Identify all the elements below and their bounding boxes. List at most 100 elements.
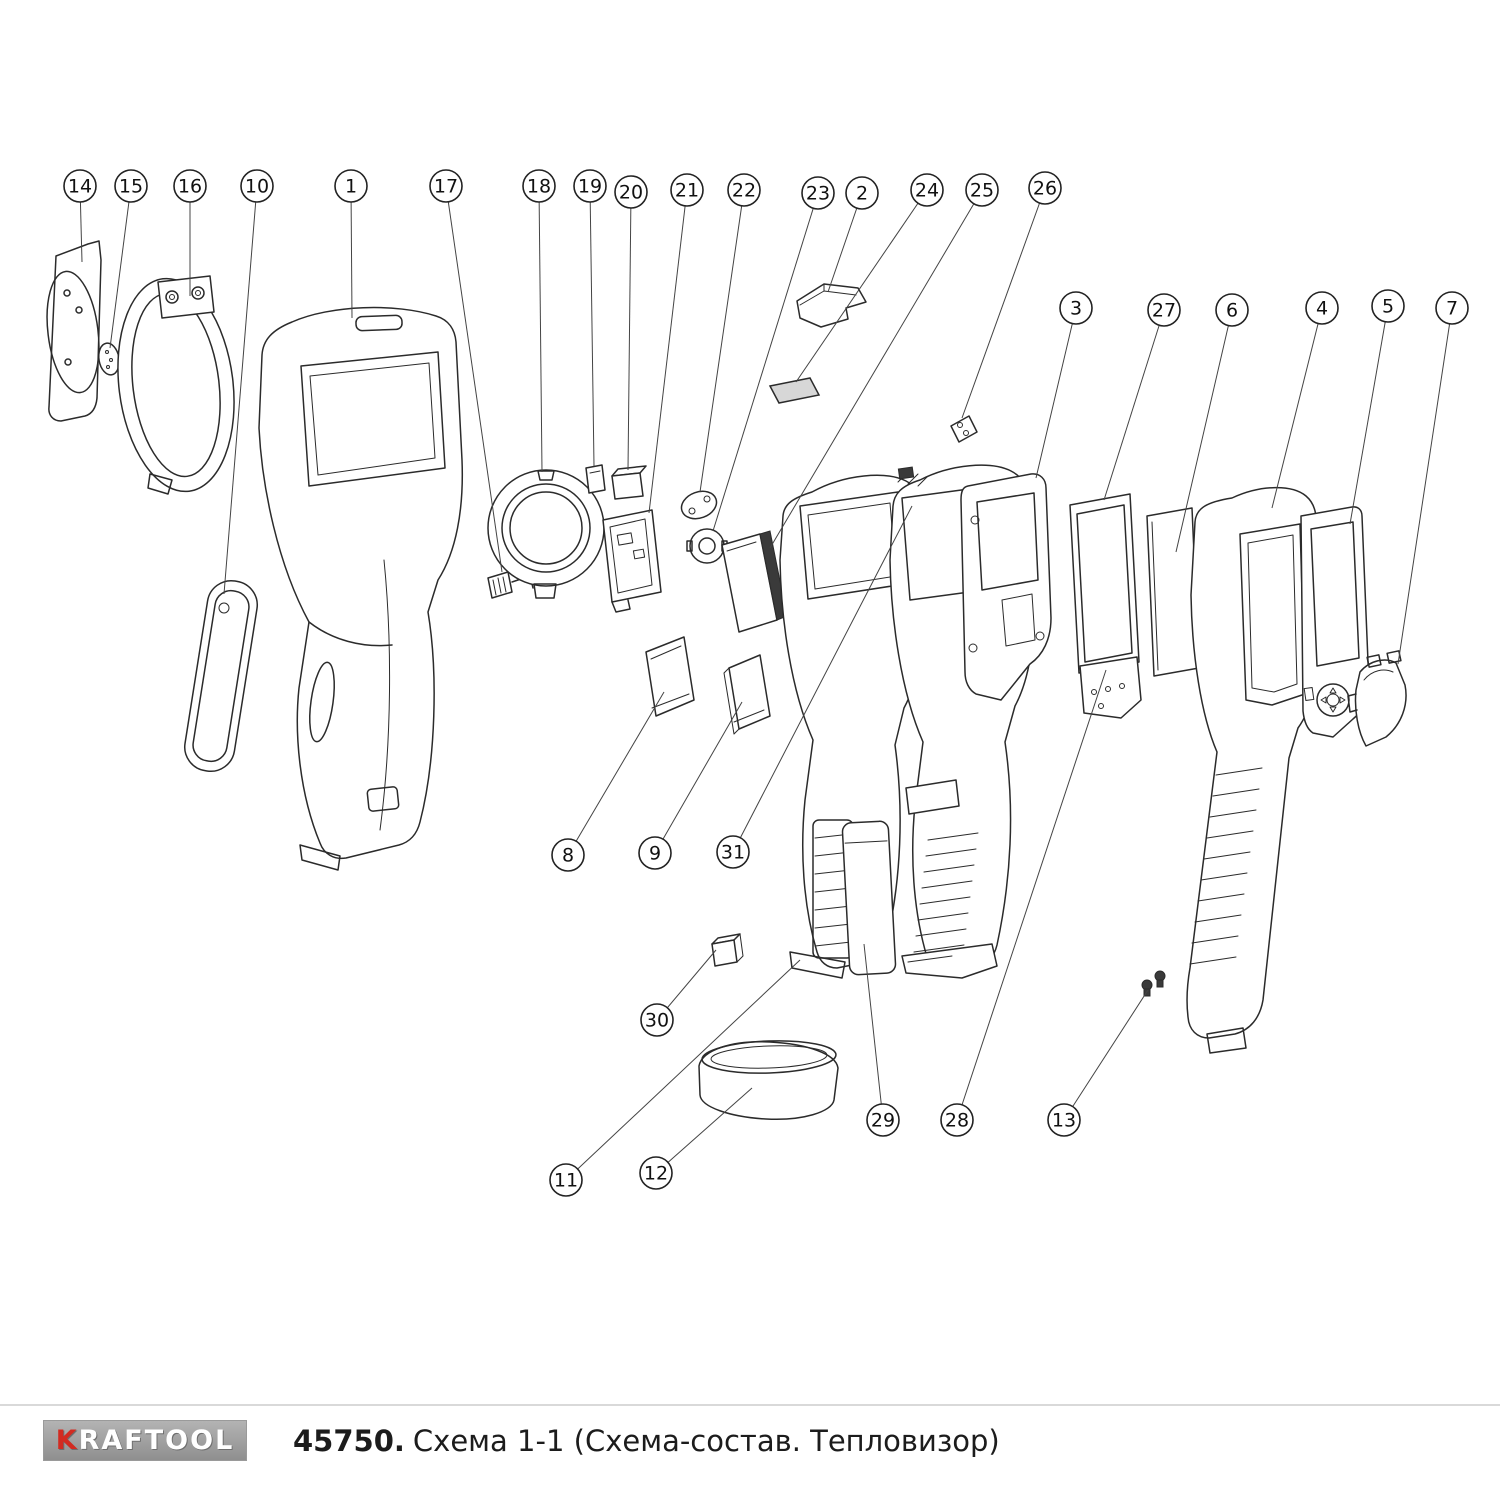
callout-18: 18 [522,169,556,203]
callout-9: 9 [638,836,672,870]
leader-line-23 [712,192,819,532]
svg-text:9: 9 [649,843,661,865]
leader-line-25 [769,189,983,549]
leader-line-9 [654,701,743,854]
parts-linework [46,240,1407,1121]
callout-11: 11 [549,1163,583,1197]
callout-31: 31 [716,835,750,869]
part-small-plate [680,490,718,520]
leader-line-29 [863,943,884,1121]
callout-12: 12 [639,1156,673,1190]
leader-line-18 [538,185,543,473]
part-frame [960,473,1052,701]
part-pcb [602,509,662,613]
leader-line-28 [956,669,1107,1121]
callout-24: 24 [910,173,944,207]
svg-text:16: 16 [178,176,202,198]
callout-27: 27 [1147,293,1181,327]
callout-3: 3 [1059,291,1093,325]
leader-line-6 [1175,309,1233,553]
svg-text:22: 22 [732,180,756,202]
callout-26: 26 [1028,171,1062,205]
part-rear-housing [258,306,464,871]
part-clamp-ring [117,275,235,495]
callout-30: 30 [640,1003,674,1037]
leader-line-11 [565,959,801,1181]
part-top-clip [796,283,867,328]
leader-line-19 [589,185,595,467]
leader-line-4 [1271,307,1323,509]
leader-line-10 [223,185,258,595]
leader-line-2 [827,192,863,293]
callout-8: 8 [551,838,585,872]
svg-text:14: 14 [68,176,92,198]
svg-text:29: 29 [871,1110,895,1132]
svg-text:23: 23 [806,183,830,205]
part-button-block [611,465,647,500]
part-front-housing [1186,486,1320,1054]
part-side-strip [183,579,259,773]
svg-text:17: 17 [434,176,458,198]
part-clip [585,464,606,494]
leader-line-13 [1063,989,1149,1121]
leader-line-15 [109,185,132,349]
callout-6: 6 [1215,293,1249,327]
scheme-caption: 45750.Схема 1-1 (Схема-состав. Тепловизо… [293,1424,1000,1458]
callout-5: 5 [1371,289,1405,323]
leader-line-17 [445,185,503,573]
svg-text:24: 24 [915,180,939,202]
callout-4: 4 [1305,291,1339,325]
svg-text:12: 12 [644,1163,668,1185]
svg-text:28: 28 [945,1110,969,1132]
leader-line-31 [732,505,913,853]
callout-25: 25 [965,173,999,207]
callout-29: 29 [866,1103,900,1137]
logo-letter-k: K [55,1425,79,1456]
leader-line-26 [961,187,1046,419]
svg-text:30: 30 [645,1010,669,1032]
svg-text:25: 25 [970,180,994,202]
svg-text:4: 4 [1316,298,1328,320]
leader-line-22 [699,189,745,493]
callout-2: 2 [845,176,879,210]
part-flex-cable [487,571,534,599]
callout-16: 16 [173,169,207,203]
part-battery [841,820,897,976]
leader-line-1 [350,185,353,319]
svg-text:7: 7 [1446,298,1458,320]
leader-line-21 [648,189,688,514]
svg-text:6: 6 [1226,300,1238,322]
svg-text:13: 13 [1052,1110,1076,1132]
part-speaker [686,528,728,564]
part-foam-pad-b [723,654,771,735]
callout-13: 13 [1047,1103,1081,1137]
svg-text:3: 3 [1070,298,1082,320]
part-lens-ring [487,469,605,599]
svg-text:5: 5 [1382,296,1394,318]
leader-line-8 [567,691,665,856]
leader-line-27 [1103,309,1165,501]
part-base-cover [698,1040,839,1121]
svg-text:31: 31 [721,842,745,864]
part-film-stack [721,530,788,633]
callout-19: 19 [573,169,607,203]
svg-text:18: 18 [527,176,551,198]
callout-1: 1 [334,169,368,203]
callout-23: 23 [801,176,835,210]
logo-rest: RAFTOOL [78,1425,235,1456]
part-screws [1141,970,1166,997]
leader-line-3 [1035,307,1077,479]
callout-21: 21 [670,173,704,207]
leader-line-12 [655,1087,753,1174]
callout-10: 10 [240,169,274,203]
callout-7: 7 [1435,291,1469,325]
callout-20: 20 [614,175,648,209]
part-cover-plate [46,240,102,422]
part-foam-pad-a [645,636,695,717]
svg-text:21: 21 [675,180,699,202]
